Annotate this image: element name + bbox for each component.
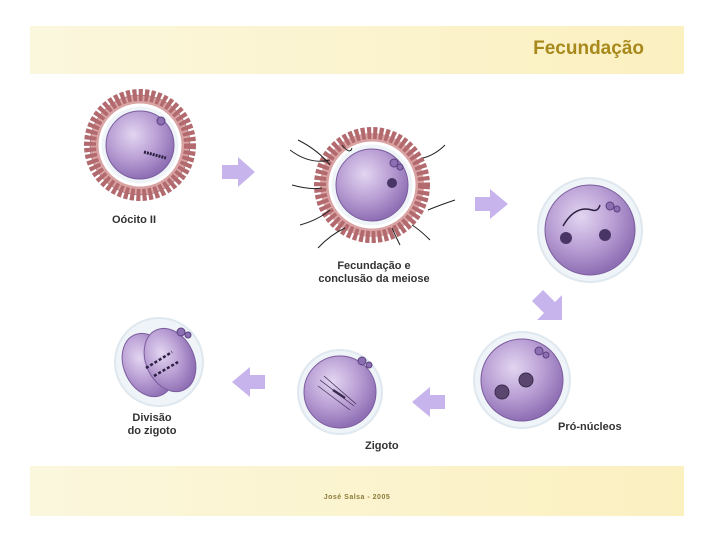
arrow-right-1 (222, 157, 255, 187)
pronucleus-forming-cell (537, 177, 643, 283)
label-fecundacao: Fecundação e conclusão da meiose (304, 260, 444, 286)
page-title: Fecundação (533, 38, 644, 59)
zigoto-cell (297, 349, 383, 435)
polar-body (156, 116, 166, 126)
header-band: Fecundação (30, 26, 684, 74)
label-divisao-line2: do zigoto (127, 425, 177, 437)
metaphase-chromosomes (143, 150, 167, 160)
polar-body-1 (389, 158, 399, 168)
label-divisao-line1: Divisão (132, 412, 172, 424)
mitotic-spindle (317, 375, 357, 411)
label-fecundacao-line2: conclusão da meiose (318, 273, 430, 285)
sperm-tail (562, 204, 601, 227)
divisao-cell (114, 317, 204, 407)
footer-band (30, 466, 684, 516)
pronucleos-cell (473, 331, 571, 429)
arrow-left-4 (412, 387, 445, 417)
arrow-right-2 (475, 189, 508, 219)
author-credit: José Salsa - 2005 (323, 494, 391, 501)
oocito-cell (84, 89, 196, 201)
label-divisao: Divisão do zigoto (112, 412, 192, 438)
fecundacao-cell (289, 127, 456, 249)
label-fecundacao-line1: Fecundação e (337, 260, 411, 272)
label-oocito: Oócito II (112, 214, 156, 226)
male-pronucleus (599, 229, 611, 241)
sperm-nucleus (387, 178, 397, 188)
pronucleus-1 (494, 384, 510, 400)
label-zigoto: Zigoto (365, 440, 399, 452)
arrow-left-5 (232, 367, 265, 397)
label-pronucleos: Pró-núcleos (558, 421, 622, 433)
oocyte-body (105, 110, 175, 180)
sperm-cells (289, 139, 456, 249)
pronucleus-2 (518, 372, 534, 388)
female-pronucleus (560, 232, 572, 244)
arrow-down-3 (532, 290, 562, 320)
polar-body-2 (396, 163, 404, 171)
